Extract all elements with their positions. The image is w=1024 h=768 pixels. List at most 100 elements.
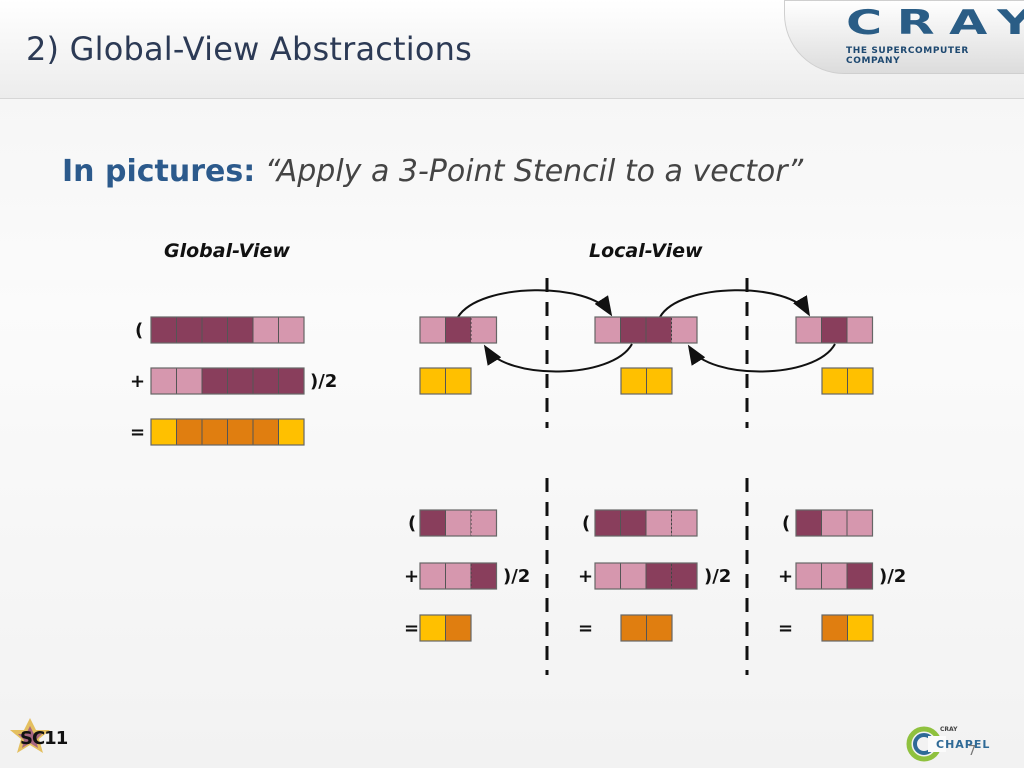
cell-light xyxy=(846,509,873,537)
cell-dark xyxy=(227,367,254,395)
local-symbol-close_div: )/2 xyxy=(704,566,731,587)
ghost-cell-light xyxy=(671,509,698,537)
local-top-result-2 xyxy=(620,367,673,395)
local-bottom-2-row-3 xyxy=(620,614,673,642)
cell-dark xyxy=(227,316,254,344)
local-bottom-3-row-3 xyxy=(821,614,874,642)
cell-gold xyxy=(278,418,305,446)
cell-dark xyxy=(445,316,472,344)
slide-title: 2) Global-View Abstractions xyxy=(26,30,473,68)
local-symbol-equals: = xyxy=(404,618,419,639)
ghost-cell-dark xyxy=(671,562,698,590)
local-symbol-close_div: )/2 xyxy=(879,566,906,587)
local-symbol-open: ( xyxy=(582,513,590,534)
local-symbol-open: ( xyxy=(782,513,790,534)
ghost-cell-light xyxy=(795,316,822,344)
local-bottom-1-row-1 xyxy=(419,509,498,537)
cell-gold xyxy=(646,367,673,395)
global-row-1 xyxy=(150,316,305,344)
local-top-data-2 xyxy=(594,316,698,344)
cell-gold xyxy=(620,367,647,395)
cell-light xyxy=(620,562,647,590)
halo-arrow-middle-to-right xyxy=(659,289,811,318)
cell-gold xyxy=(847,367,874,395)
cell-light xyxy=(150,367,177,395)
ghost-cell-dark xyxy=(470,562,497,590)
cell-dark xyxy=(176,316,203,344)
cell-dark xyxy=(620,316,647,344)
cell-dark xyxy=(620,509,647,537)
local-top-data-3 xyxy=(795,316,874,344)
cell-light xyxy=(419,316,446,344)
ghost-cell-light xyxy=(470,316,497,344)
cell-orange xyxy=(620,614,647,642)
cell-orange xyxy=(646,614,673,642)
cell-gold xyxy=(821,367,848,395)
ghost-cell-light xyxy=(594,562,621,590)
cray-tagline: THE SUPERCOMPUTER COMPANY xyxy=(846,46,969,66)
local-top-data-1 xyxy=(419,316,498,344)
halo-arrow-left-to-middle xyxy=(457,289,613,318)
cray-logo: CRAY xyxy=(846,3,1024,43)
cell-dark xyxy=(201,367,228,395)
cell-light xyxy=(252,316,279,344)
local-top-result-3 xyxy=(821,367,874,395)
slide-subtitle: In pictures: “Apply a 3-Point Stencil to… xyxy=(62,154,803,189)
ghost-cell-light xyxy=(671,316,698,344)
cell-light xyxy=(821,562,848,590)
local-symbol-plus: + xyxy=(404,566,419,587)
sc11-logo-icon xyxy=(10,718,50,753)
cell-dark xyxy=(419,509,446,537)
local-bottom-3-row-1 xyxy=(795,509,874,537)
ghost-cell-dark xyxy=(795,509,822,537)
cell-dark xyxy=(150,316,177,344)
ghost-cell-light xyxy=(470,509,497,537)
cell-orange xyxy=(176,418,203,446)
global-row-2 xyxy=(150,367,305,395)
page-number: 7 xyxy=(968,744,977,759)
cell-orange xyxy=(227,418,254,446)
cell-light xyxy=(821,509,848,537)
chapel-cray-text: CRAY xyxy=(940,726,958,733)
local-bottom-1-row-3 xyxy=(419,614,472,642)
cell-gold xyxy=(419,367,446,395)
local-symbol-open: ( xyxy=(408,513,416,534)
ghost-cell-dark xyxy=(594,509,621,537)
local-symbol-close_div: )/2 xyxy=(503,566,530,587)
local-bottom-3-row-2 xyxy=(795,562,874,590)
cell-light xyxy=(445,509,472,537)
global-view-heading: Global-View xyxy=(164,240,290,262)
sc11-logo-text: SC11 xyxy=(20,728,68,749)
cell-gold xyxy=(419,614,446,642)
cell-dark xyxy=(821,316,848,344)
cell-dark xyxy=(645,562,672,590)
ghost-cell-light xyxy=(795,562,822,590)
cell-gold xyxy=(847,614,874,642)
cell-light xyxy=(419,562,446,590)
local-symbol-equals: = xyxy=(578,618,593,639)
cell-light xyxy=(445,562,472,590)
local-symbol-plus: + xyxy=(578,566,593,587)
local-view-heading: Local-View xyxy=(589,240,703,262)
cell-orange xyxy=(201,418,228,446)
local-symbol-plus: + xyxy=(778,566,793,587)
cell-gold xyxy=(150,418,177,446)
cell-light xyxy=(278,316,305,344)
local-bottom-2-row-2 xyxy=(594,562,698,590)
global-row-3 xyxy=(150,418,305,446)
halo-arrow-right-to-middle xyxy=(687,343,836,373)
cell-orange xyxy=(821,614,848,642)
global-symbol-plus: + xyxy=(130,371,145,392)
subtitle-quote: “Apply a 3-Point Stencil to a vector” xyxy=(264,154,804,189)
global-symbol-equals: = xyxy=(130,422,145,443)
cell-dark xyxy=(645,316,672,344)
local-symbol-equals: = xyxy=(778,618,793,639)
local-bottom-2-row-1 xyxy=(594,509,698,537)
cell-orange xyxy=(252,418,279,446)
cell-light xyxy=(846,316,873,344)
halo-arrow-middle-to-left xyxy=(483,343,633,373)
cell-dark xyxy=(278,367,305,395)
cell-dark xyxy=(252,367,279,395)
cell-light xyxy=(176,367,203,395)
